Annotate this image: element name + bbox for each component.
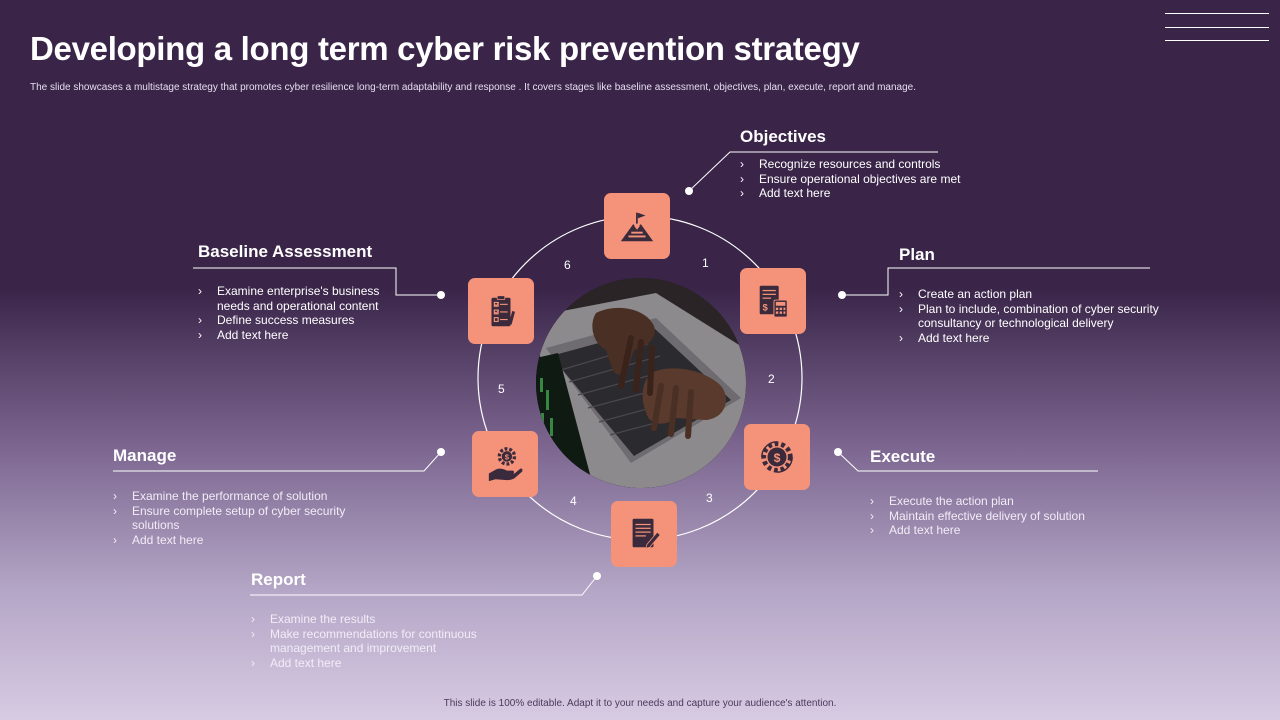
plan-title: Plan xyxy=(899,245,935,264)
list-item: Examine the results xyxy=(251,612,511,627)
manage-bullets: Examine the performance of solution Ensu… xyxy=(113,489,353,547)
list-item: Define success measures xyxy=(198,313,393,328)
slide-title: Developing a long term cyber risk preven… xyxy=(30,30,860,67)
svg-text:$: $ xyxy=(505,453,510,462)
baseline-title: Baseline Assessment xyxy=(198,242,373,261)
execute-bullets: Execute the action plan Maintain effecti… xyxy=(870,494,1130,538)
stage-number-2: 2 xyxy=(768,372,775,386)
stage-number-4: 4 xyxy=(570,494,577,508)
baseline-icon-box xyxy=(468,278,534,344)
objectives-icon-box xyxy=(604,193,670,259)
list-item: Add text here xyxy=(870,523,1130,538)
execute-title: Execute xyxy=(870,447,936,466)
stage-number-1: 1 xyxy=(702,256,709,270)
menu-line xyxy=(1165,40,1269,41)
baseline-bullets: Examine enterprise's business needs and … xyxy=(198,284,393,342)
stage-number-5: 5 xyxy=(498,382,505,396)
list-item: Ensure complete setup of cyber security … xyxy=(113,504,353,533)
objectives-bullets: Recognize resources and controls Ensure … xyxy=(740,157,1020,201)
financial-document-calculator-icon: $ xyxy=(759,285,788,318)
plan-bullets: Create an action plan Plan to include, c… xyxy=(899,287,1169,345)
report-title: Report xyxy=(251,570,306,589)
stage-number-3: 3 xyxy=(706,491,713,505)
slide-footer: This slide is 100% editable. Adapt it to… xyxy=(443,698,837,709)
objectives-dot xyxy=(685,187,693,195)
menu-line xyxy=(1165,13,1269,14)
report-icon-box xyxy=(611,501,677,567)
list-item: Recognize resources and controls xyxy=(740,157,1020,172)
plan-dot xyxy=(838,291,846,299)
list-item: Maintain effective delivery of solution xyxy=(870,509,1130,524)
svg-text:$: $ xyxy=(763,303,769,314)
manage-connector xyxy=(113,451,442,472)
list-item: Add text here xyxy=(113,533,353,548)
list-item: Add text here xyxy=(899,331,1169,346)
baseline-connector xyxy=(193,267,441,296)
manage-dot xyxy=(437,448,445,456)
list-item: Add text here xyxy=(740,186,1020,201)
report-dot xyxy=(593,572,601,580)
svg-text:$: $ xyxy=(774,451,781,465)
hand-dollar-gear-icon: $ xyxy=(488,447,523,482)
list-item: Plan to include, combination of cyber se… xyxy=(899,302,1169,331)
list-item: Examine enterprise's business needs and … xyxy=(198,284,393,313)
report-connector xyxy=(250,575,598,596)
plan-connector xyxy=(842,267,1150,296)
menu-line xyxy=(1165,27,1269,28)
list-item: Execute the action plan xyxy=(870,494,1130,509)
report-bullets: Examine the results Make recommendations… xyxy=(251,612,511,670)
list-item: Examine the performance of solution xyxy=(113,489,353,504)
list-item: Add text here xyxy=(198,328,393,343)
list-item: Create an action plan xyxy=(899,287,1169,302)
objectives-title: Objectives xyxy=(740,127,826,146)
laptop-typing-photo xyxy=(536,278,746,488)
manage-icon-box: $ xyxy=(472,431,538,497)
list-item: Add text here xyxy=(251,656,511,671)
list-item: Ensure operational objectives are met xyxy=(740,172,1020,187)
clipboard-checklist-icon xyxy=(491,295,516,327)
execute-dot xyxy=(834,448,842,456)
plan-icon-box: $ xyxy=(740,268,806,334)
list-item: Make recommendations for continuous mana… xyxy=(251,627,511,656)
execute-connector xyxy=(837,451,1098,472)
objectives-connector xyxy=(688,151,938,192)
baseline-dot xyxy=(437,291,445,299)
mountain-flag-icon xyxy=(620,212,654,242)
slide-subtitle: The slide showcases a multistage strateg… xyxy=(30,82,917,93)
dollar-gear-icon: $ xyxy=(761,441,793,473)
execute-icon-box: $ xyxy=(744,424,810,490)
report-document-pen-icon xyxy=(632,518,661,549)
stage-number-6: 6 xyxy=(564,258,571,272)
manage-title: Manage xyxy=(113,446,177,465)
